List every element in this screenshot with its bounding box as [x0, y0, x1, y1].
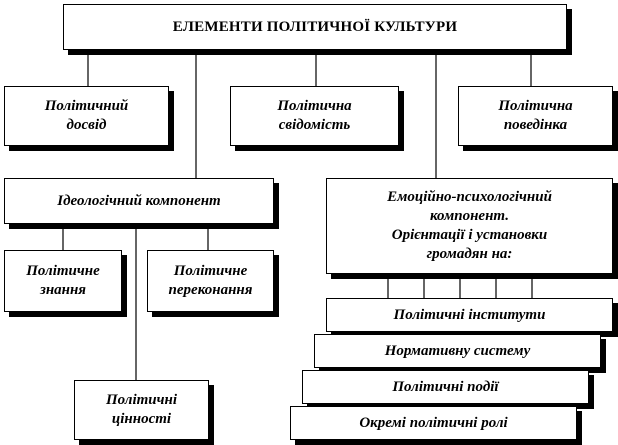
diagram-title: ЕЛЕМЕНТИ ПОЛІТИЧНОЇ КУЛЬТУРИ [63, 4, 567, 50]
political-experience-box: Політичний досвід [4, 86, 169, 146]
target-normative-system-box: Нормативну систему [314, 334, 601, 368]
target-political-roles-box: Окремі політичні ролі [290, 406, 577, 440]
political-values-box: Політичні цінності [74, 380, 209, 440]
political-consciousness-box: Політична свідомість [230, 86, 399, 146]
emotional-psychological-component-box: Емоційно-психологічний компонент. Орієнт… [326, 178, 613, 274]
ideological-component-box: Ідеологічний компонент [4, 178, 274, 224]
political-convictions-box: Політичне переконання [147, 250, 274, 312]
political-knowledge-box: Політичне знання [4, 250, 122, 312]
political-behavior-box: Політична поведінка [458, 86, 613, 146]
target-political-institutes-box: Політичні інститути [326, 298, 613, 332]
target-political-events-box: Політичні події [302, 370, 589, 404]
